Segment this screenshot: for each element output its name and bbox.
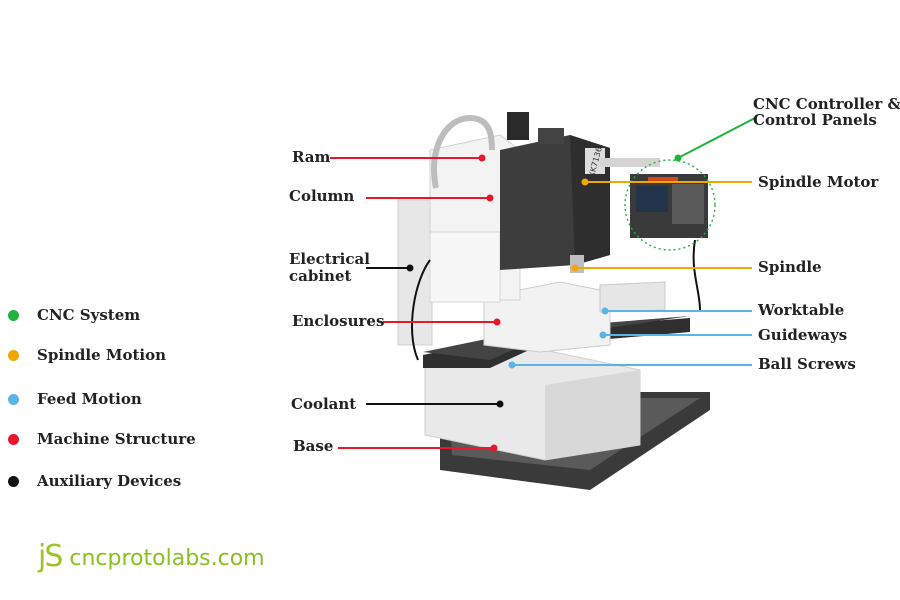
- label-base: Base: [293, 437, 334, 455]
- leader-coolant-dot: [496, 400, 504, 408]
- leader-cnc-controller-dot: [674, 154, 682, 162]
- legend-dot-red: [8, 433, 19, 445]
- spindle-motor-shape: [507, 112, 529, 140]
- label-ram: Ram: [292, 148, 331, 166]
- legend-label: Machine Structure: [37, 430, 196, 448]
- label-worktable: Worktable: [758, 301, 845, 319]
- label-guideways: Guideways: [758, 326, 848, 344]
- legend-label: Feed Motion: [37, 390, 142, 408]
- leader-guideways-dot: [599, 331, 607, 339]
- model-plate: [585, 148, 605, 174]
- machine-base-side: [545, 370, 640, 460]
- worktable-top: [423, 316, 690, 360]
- label-cnc-controller-line2: Control Panels: [753, 111, 877, 129]
- leader-electrical-cabinet-dot: [406, 264, 414, 272]
- spindle-motor-top: [538, 128, 564, 144]
- logo-mark: jS: [38, 539, 63, 574]
- legend-item-machine-structure: Machine Structure: [8, 430, 196, 448]
- legend-item-feed-motion: Feed Motion: [8, 390, 142, 408]
- leader-cnc-controller: [677, 117, 756, 159]
- brand-logo: jS cncprotolabs.com: [38, 542, 265, 572]
- legend-item-auxiliary-devices: Auxiliary Devices: [8, 472, 181, 490]
- legend-dot-blue: [8, 393, 19, 405]
- legend-dot-orange: [8, 349, 19, 361]
- leader-base-dot: [490, 444, 498, 452]
- legend-label: Spindle Motion: [37, 346, 167, 364]
- cable-left: [411, 259, 431, 361]
- label-electrical-cabinet-line2: cabinet: [289, 267, 352, 285]
- label-coolant: Coolant: [291, 395, 357, 413]
- controller-highlight-circle: [624, 159, 716, 251]
- leader-enclosures-dot: [493, 318, 501, 326]
- leader-column-dot: [486, 194, 494, 202]
- legend-dot-green: [8, 309, 19, 321]
- legend-item-spindle-motion: Spindle Motion: [8, 346, 166, 364]
- legend-item-cnc-system: CNC System: [8, 306, 140, 324]
- legend-label: Auxiliary Devices: [37, 472, 182, 490]
- leader-worktable-dot: [601, 307, 609, 315]
- column-side-panel: [429, 231, 501, 303]
- label-cnc-controller-line1: CNC Controller &: [753, 95, 900, 113]
- cable-controller: [692, 239, 701, 311]
- legend-label: CNC System: [37, 306, 141, 324]
- label-spindle-motor: Spindle Motor: [758, 173, 879, 191]
- label-ball-screws: Ball Screws: [758, 355, 856, 373]
- label-column: Column: [289, 187, 355, 205]
- leader-spindle-motor-dot: [581, 178, 589, 186]
- leader-ram-dot: [478, 154, 486, 162]
- label-enclosures: Enclosures: [292, 312, 385, 330]
- controller-screen: [636, 186, 668, 212]
- controller-label-strip: [648, 177, 678, 182]
- label-spindle: Spindle: [758, 258, 822, 276]
- electrical-cabinet-shape: [397, 199, 433, 346]
- leader-ball-screws-dot: [508, 361, 516, 369]
- logo-text: cncprotolabs.com: [69, 546, 265, 571]
- controller-arm: [600, 158, 660, 167]
- label-electrical-cabinet-line1: Electrical: [289, 250, 370, 268]
- leader-spindle-dot: [571, 264, 579, 272]
- coolant-hose-shape: [431, 114, 495, 189]
- controller-keys: [672, 184, 704, 224]
- legend-dot-black: [8, 475, 19, 487]
